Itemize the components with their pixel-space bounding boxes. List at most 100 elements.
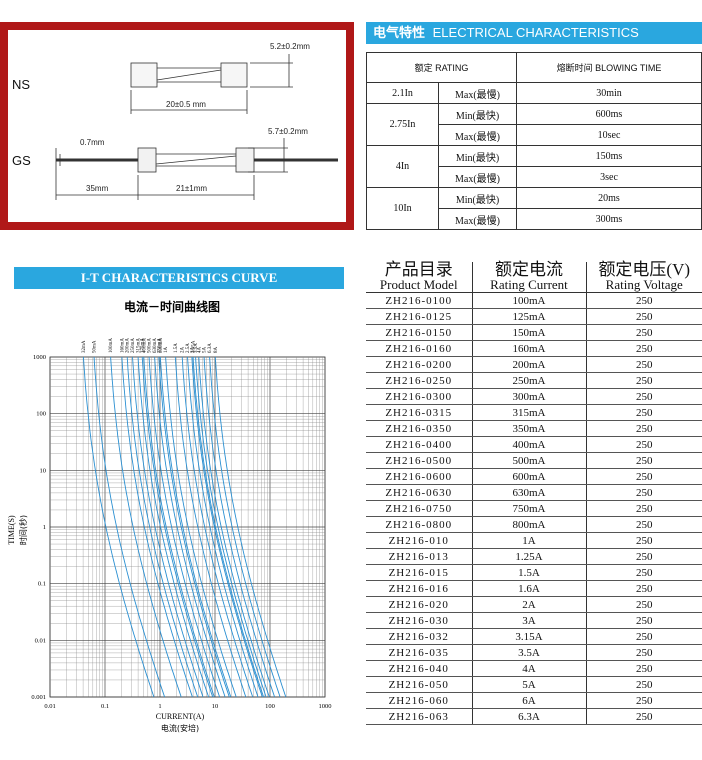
- y-tick-label: 0.1: [38, 581, 46, 588]
- series-line: [132, 356, 204, 698]
- series-label: 2.5A: [186, 343, 191, 353]
- series-label: 375mA: [141, 338, 146, 353]
- condition-cell: Min(最快): [438, 187, 517, 209]
- model-cell: ZH216-050: [366, 676, 472, 693]
- condition-cell: Max(最慢): [438, 166, 517, 188]
- series-label: 160mA: [120, 338, 125, 353]
- electrical-table-header: 额定 RATING 熔断时间 BLOWING TIME: [366, 52, 702, 83]
- x-axis-label: CURRENT(A): [156, 712, 205, 721]
- col-rating: 额定 RATING: [366, 52, 517, 83]
- series-label: 4A: [197, 347, 202, 354]
- time-cell: 3sec: [516, 166, 702, 188]
- col-current-en: Rating Current: [490, 277, 568, 292]
- series-line: [195, 356, 267, 698]
- series-line: [203, 356, 276, 698]
- series-label: 1A: [164, 347, 169, 354]
- series-line: [187, 356, 259, 698]
- model-cell: ZH216-0300: [366, 388, 472, 405]
- current-cell: 800mA: [471, 516, 586, 533]
- x-tick-label: 10: [212, 703, 219, 710]
- model-cell: ZH216-0750: [366, 500, 472, 517]
- table-row: Max(最慢) 300ms: [367, 208, 702, 230]
- model-cell: ZH216-032: [366, 628, 472, 645]
- y-tick-label: 100: [36, 411, 46, 418]
- rating-cell: 10In: [366, 187, 439, 230]
- current-cell: 100mA: [471, 292, 586, 309]
- series-line: [82, 356, 155, 698]
- current-cell: 500mA: [471, 452, 586, 469]
- model-cell: ZH216-016: [366, 580, 472, 597]
- current-cell: 150mA: [471, 324, 586, 341]
- ns-diameter-label: 5.2±0.2mm: [270, 42, 310, 51]
- gs-lead-label: 35mm: [86, 184, 109, 193]
- x-tick-label: 1000: [319, 703, 332, 710]
- table-row: 10In Min(最快) 20ms: [366, 187, 702, 230]
- current-cell: 3A: [471, 612, 586, 629]
- voltage-cell: 250: [585, 404, 702, 421]
- current-cell: 350mA: [471, 420, 586, 437]
- time-cell: 30min: [516, 82, 702, 104]
- model-cell: ZH216-015: [366, 564, 472, 581]
- x-tick-label: 1: [158, 703, 161, 710]
- current-cell: 300mA: [471, 388, 586, 405]
- y-axis-label-zh: 时间(秒): [18, 515, 28, 545]
- series-line: [165, 356, 237, 698]
- series-label: 2A: [181, 347, 186, 354]
- y-tick-label: 0.01: [35, 637, 46, 644]
- rating-cell: 4In: [366, 145, 439, 188]
- voltage-cell: 250: [585, 644, 702, 661]
- voltage-cell: 250: [585, 516, 702, 533]
- voltage-cell: 250: [585, 308, 702, 325]
- current-cell: 4A: [471, 660, 586, 677]
- current-cell: 315mA: [471, 404, 586, 421]
- table-row: 2.75In Min(最快) 600ms: [366, 103, 702, 146]
- fuse-drawing: [55, 54, 338, 200]
- time-cell: 150ms: [516, 145, 702, 167]
- voltage-cell: 250: [585, 324, 702, 341]
- series-line: [137, 356, 210, 698]
- series-line: [198, 356, 270, 698]
- x-tick-label: 0.01: [44, 703, 55, 710]
- voltage-cell: 250: [585, 628, 702, 645]
- voltage-cell: 250: [585, 692, 702, 709]
- condition-cell: Min(最快): [438, 103, 517, 125]
- model-cell: ZH216-0100: [366, 292, 472, 309]
- voltage-cell: 250: [585, 292, 702, 309]
- voltage-cell: 250: [585, 484, 702, 501]
- electrical-header-zh: 电气特性: [373, 25, 426, 40]
- ns-label: NS: [12, 77, 31, 92]
- y-tick-label: 1000: [33, 354, 46, 361]
- voltage-cell: 250: [585, 388, 702, 405]
- y-axis-label: TIME(S): [7, 515, 16, 545]
- model-cell: ZH216-0150: [366, 324, 472, 341]
- fuse-diagram-frame: NS GS 5.2±0.2mm 20±0.5 mm 0.7mm 5.7±0.2m…: [0, 22, 354, 230]
- chart-grid: [49, 356, 326, 698]
- voltage-cell: 250: [585, 356, 702, 373]
- series-line: [181, 356, 254, 698]
- current-cell: 750mA: [471, 500, 586, 517]
- ns-length-label: 20±0.5 mm: [166, 100, 206, 109]
- rating-cell: 2.1In: [366, 82, 439, 104]
- electrical-table: 额定 RATING 熔断时间 BLOWING TIME 2.1In Max(最慢…: [366, 52, 702, 230]
- voltage-cell: 250: [585, 452, 702, 469]
- current-cell: 160mA: [471, 340, 586, 357]
- series-line: [192, 356, 265, 698]
- current-cell: 630mA: [471, 484, 586, 501]
- voltage-cell: 250: [585, 548, 702, 565]
- model-cell: ZH216-0160: [366, 340, 472, 357]
